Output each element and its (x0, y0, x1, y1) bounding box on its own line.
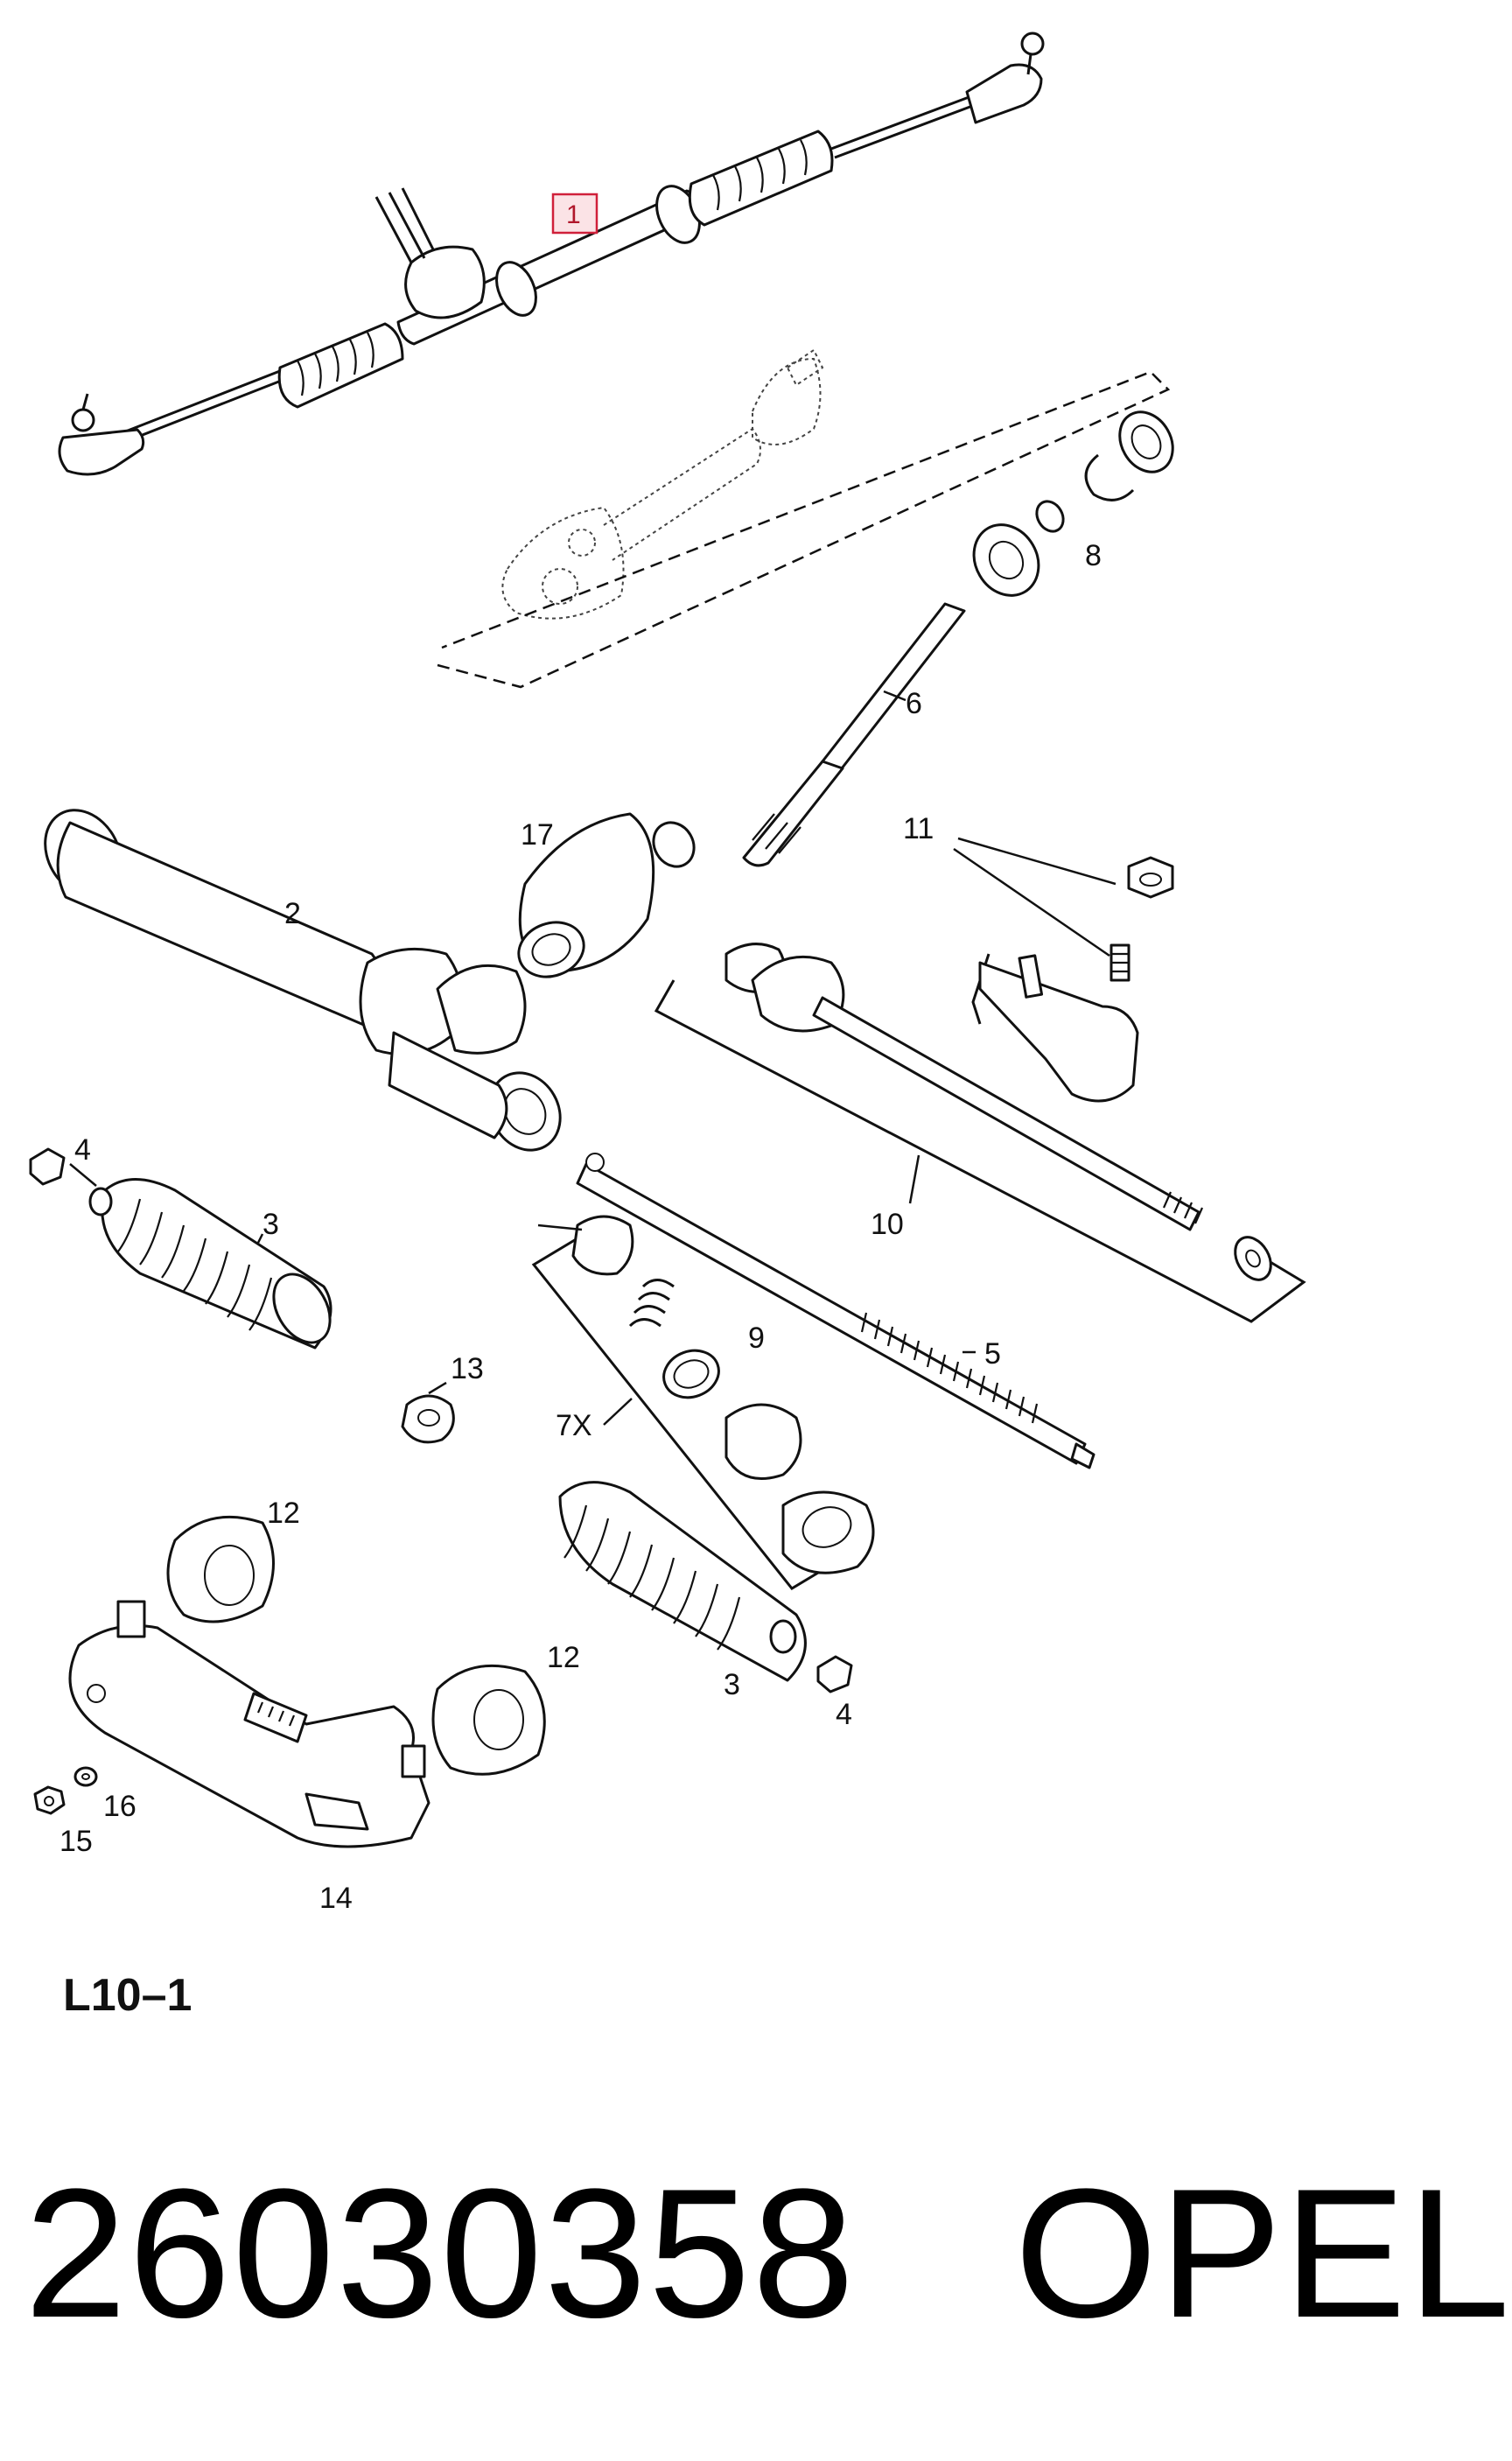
nut-15 (33, 1785, 66, 1815)
callout-3-right: 3 (724, 1668, 740, 1701)
pinion-parts (652, 410, 1174, 868)
callout-3-left: 3 (262, 1208, 279, 1241)
mount-bush-13 (401, 1394, 455, 1444)
parts-diagram-page: 1 (24, 32, 1510, 2345)
bellows-right (558, 1481, 807, 1682)
callout-2: 2 (284, 897, 301, 930)
part-number-line: 26030358 OPEL (24, 2150, 1512, 2356)
tie-rod-end (978, 856, 1174, 1103)
tie-rod-inner (724, 943, 1272, 1281)
diagram-code: L10–1 (63, 1970, 192, 2021)
callout-12-left: 12 (267, 1497, 300, 1530)
washer-16 (74, 1766, 98, 1787)
callout-10: 10 (871, 1208, 904, 1241)
yoke-parts (571, 1215, 875, 1574)
tie-rod-group-bracket (654, 979, 1306, 1323)
housing-cover (517, 812, 655, 978)
callout-15: 15 (60, 1825, 93, 1858)
rack (576, 1153, 1096, 1469)
clip-left (29, 1147, 66, 1186)
callout-1-highlight[interactable]: 1 (551, 193, 598, 235)
callout-8: 8 (1085, 539, 1102, 572)
callout-16: 16 (103, 1790, 136, 1823)
callout-7x: 7X (556, 1409, 592, 1442)
callout-4-left: 4 (74, 1133, 91, 1167)
callout-14: 14 (319, 1882, 353, 1915)
callout-6: 6 (906, 687, 922, 720)
yoke-group-bracket (531, 1237, 836, 1590)
rack-housing (44, 809, 562, 1152)
mount-bush-12-right (431, 1664, 546, 1776)
callout-11: 11 (903, 812, 934, 845)
intermediate-shaft-ghost (501, 348, 824, 620)
clip-right (816, 1655, 853, 1693)
steering-rack-exploded-view: 1 (29, 32, 1306, 1915)
callout-12-right: 12 (547, 1641, 580, 1674)
pinion-group-boundary (437, 370, 1171, 689)
callout-13: 13 (451, 1352, 484, 1385)
callout-17: 17 (521, 818, 554, 852)
steering-rack-assembly (58, 32, 1045, 476)
callout-4-right: 4 (836, 1698, 852, 1731)
callout-9: 9 (748, 1322, 765, 1355)
bellows-left (88, 1178, 332, 1350)
callout-5: 5 (984, 1337, 1001, 1371)
mounting-bracket (68, 1600, 430, 1848)
callout-1: 1 (566, 200, 581, 229)
mount-bush-12-left (166, 1515, 275, 1623)
